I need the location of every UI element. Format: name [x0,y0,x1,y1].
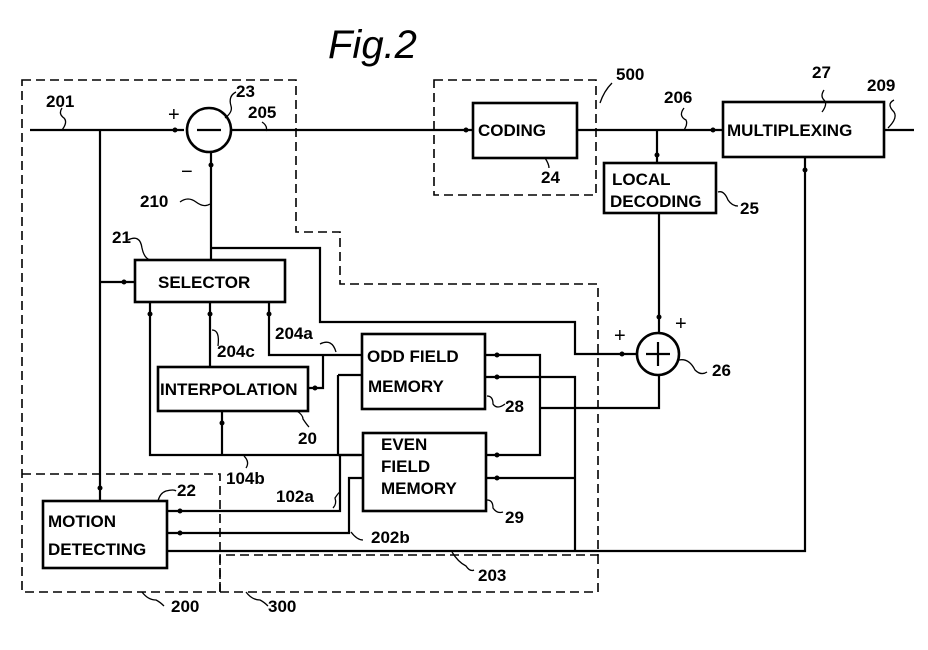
plus-sign-subtractor: + [168,104,180,126]
ref-26: 26 [712,361,731,380]
leader-22 [158,490,176,501]
leader-28 [487,396,505,407]
arrowhead [620,352,625,357]
leader-206 [681,108,686,130]
ref-21: 21 [112,228,131,247]
plus-sign-adder-top: + [675,313,687,335]
motion-label-2: DETECTING [48,540,146,559]
arrowhead [173,128,178,133]
ref-28: 28 [505,397,524,416]
leader-21 [128,238,150,260]
figure-title: Fig.2 [328,23,417,67]
ref-23: 23 [236,82,255,101]
arrowhead [464,128,469,133]
multiplexing-label: MULTIPLEXING [727,121,852,140]
ref-209: 209 [867,76,895,95]
plus-sign-adder-left: + [614,325,626,347]
ref-204c: 204c [217,342,255,361]
ref-300: 300 [268,597,296,616]
ref-22: 22 [177,481,196,500]
odd-memory-label-1: ODD FIELD [367,347,459,366]
arrowhead [122,280,127,285]
leader-202b [351,532,363,540]
ref-24: 24 [541,168,560,187]
ref-102a: 102a [276,487,314,506]
signal-adder-out [540,375,659,408]
arrowhead [657,315,662,320]
signal-204a-to-interp [308,355,323,388]
ref-25: 25 [740,199,759,218]
leader-25 [718,192,738,206]
arrowhead [98,486,103,491]
arrowhead [267,312,272,317]
arrowhead [148,312,153,317]
ref-201: 201 [46,92,74,111]
leader-104b [244,456,248,468]
leader-204a [320,342,336,352]
leader-200 [142,592,164,606]
ref-206: 206 [664,88,692,107]
local-decoding-label-1: LOCAL [612,170,671,189]
ref-104b: 104b [226,469,265,488]
leader-201 [60,108,65,130]
ref-210: 210 [140,192,168,211]
signal-202b [167,478,363,533]
odd-memory-label-2: MEMORY [368,377,445,396]
ref-204a: 204a [275,324,313,343]
leader-209 [888,100,895,128]
arrowhead [655,153,660,158]
arrowhead [711,128,716,133]
group-300-lower [220,555,598,592]
even-memory-label-1: EVEN [381,435,427,454]
ref-200: 200 [171,597,199,616]
signal-odd-out [485,377,575,551]
ref-205: 205 [248,103,276,122]
arrowhead [803,168,808,173]
ref-203: 203 [478,566,506,585]
even-memory-label-3: MEMORY [381,479,458,498]
arrowhead [178,531,183,536]
ref-202b: 202b [371,528,410,547]
ref-20: 20 [298,429,317,448]
leader-24 [545,158,549,168]
local-decoding-label-2: DECODING [610,192,702,211]
even-memory-label-2: FIELD [381,457,430,476]
arrowhead [178,509,183,514]
ref-29: 29 [505,508,524,527]
minus-sign-subtractor: − [181,161,193,183]
arrowhead [495,353,500,358]
interpolation-label: INTERPOLATION [160,380,298,399]
arrowhead [495,453,500,458]
arrowhead [208,312,213,317]
arrowhead [495,476,500,481]
arrowhead [209,163,214,168]
ref-500: 500 [616,65,644,84]
leader-20 [297,411,309,427]
leader-210 [180,199,210,206]
arrowhead [313,386,318,391]
signal-odd-to-even [338,375,363,455]
arrowhead [220,421,225,426]
leader-23 [225,92,236,118]
leader-29 [487,500,503,513]
odd-field-memory-block [362,334,485,409]
leader-300 [246,592,268,606]
arrowhead [495,375,500,380]
ref-27: 27 [812,63,831,82]
selector-label: SELECTOR [158,273,250,292]
coding-label: CODING [478,121,546,140]
leader-26 [679,360,707,374]
leader-500 [600,83,612,103]
motion-label-1: MOTION [48,512,116,531]
